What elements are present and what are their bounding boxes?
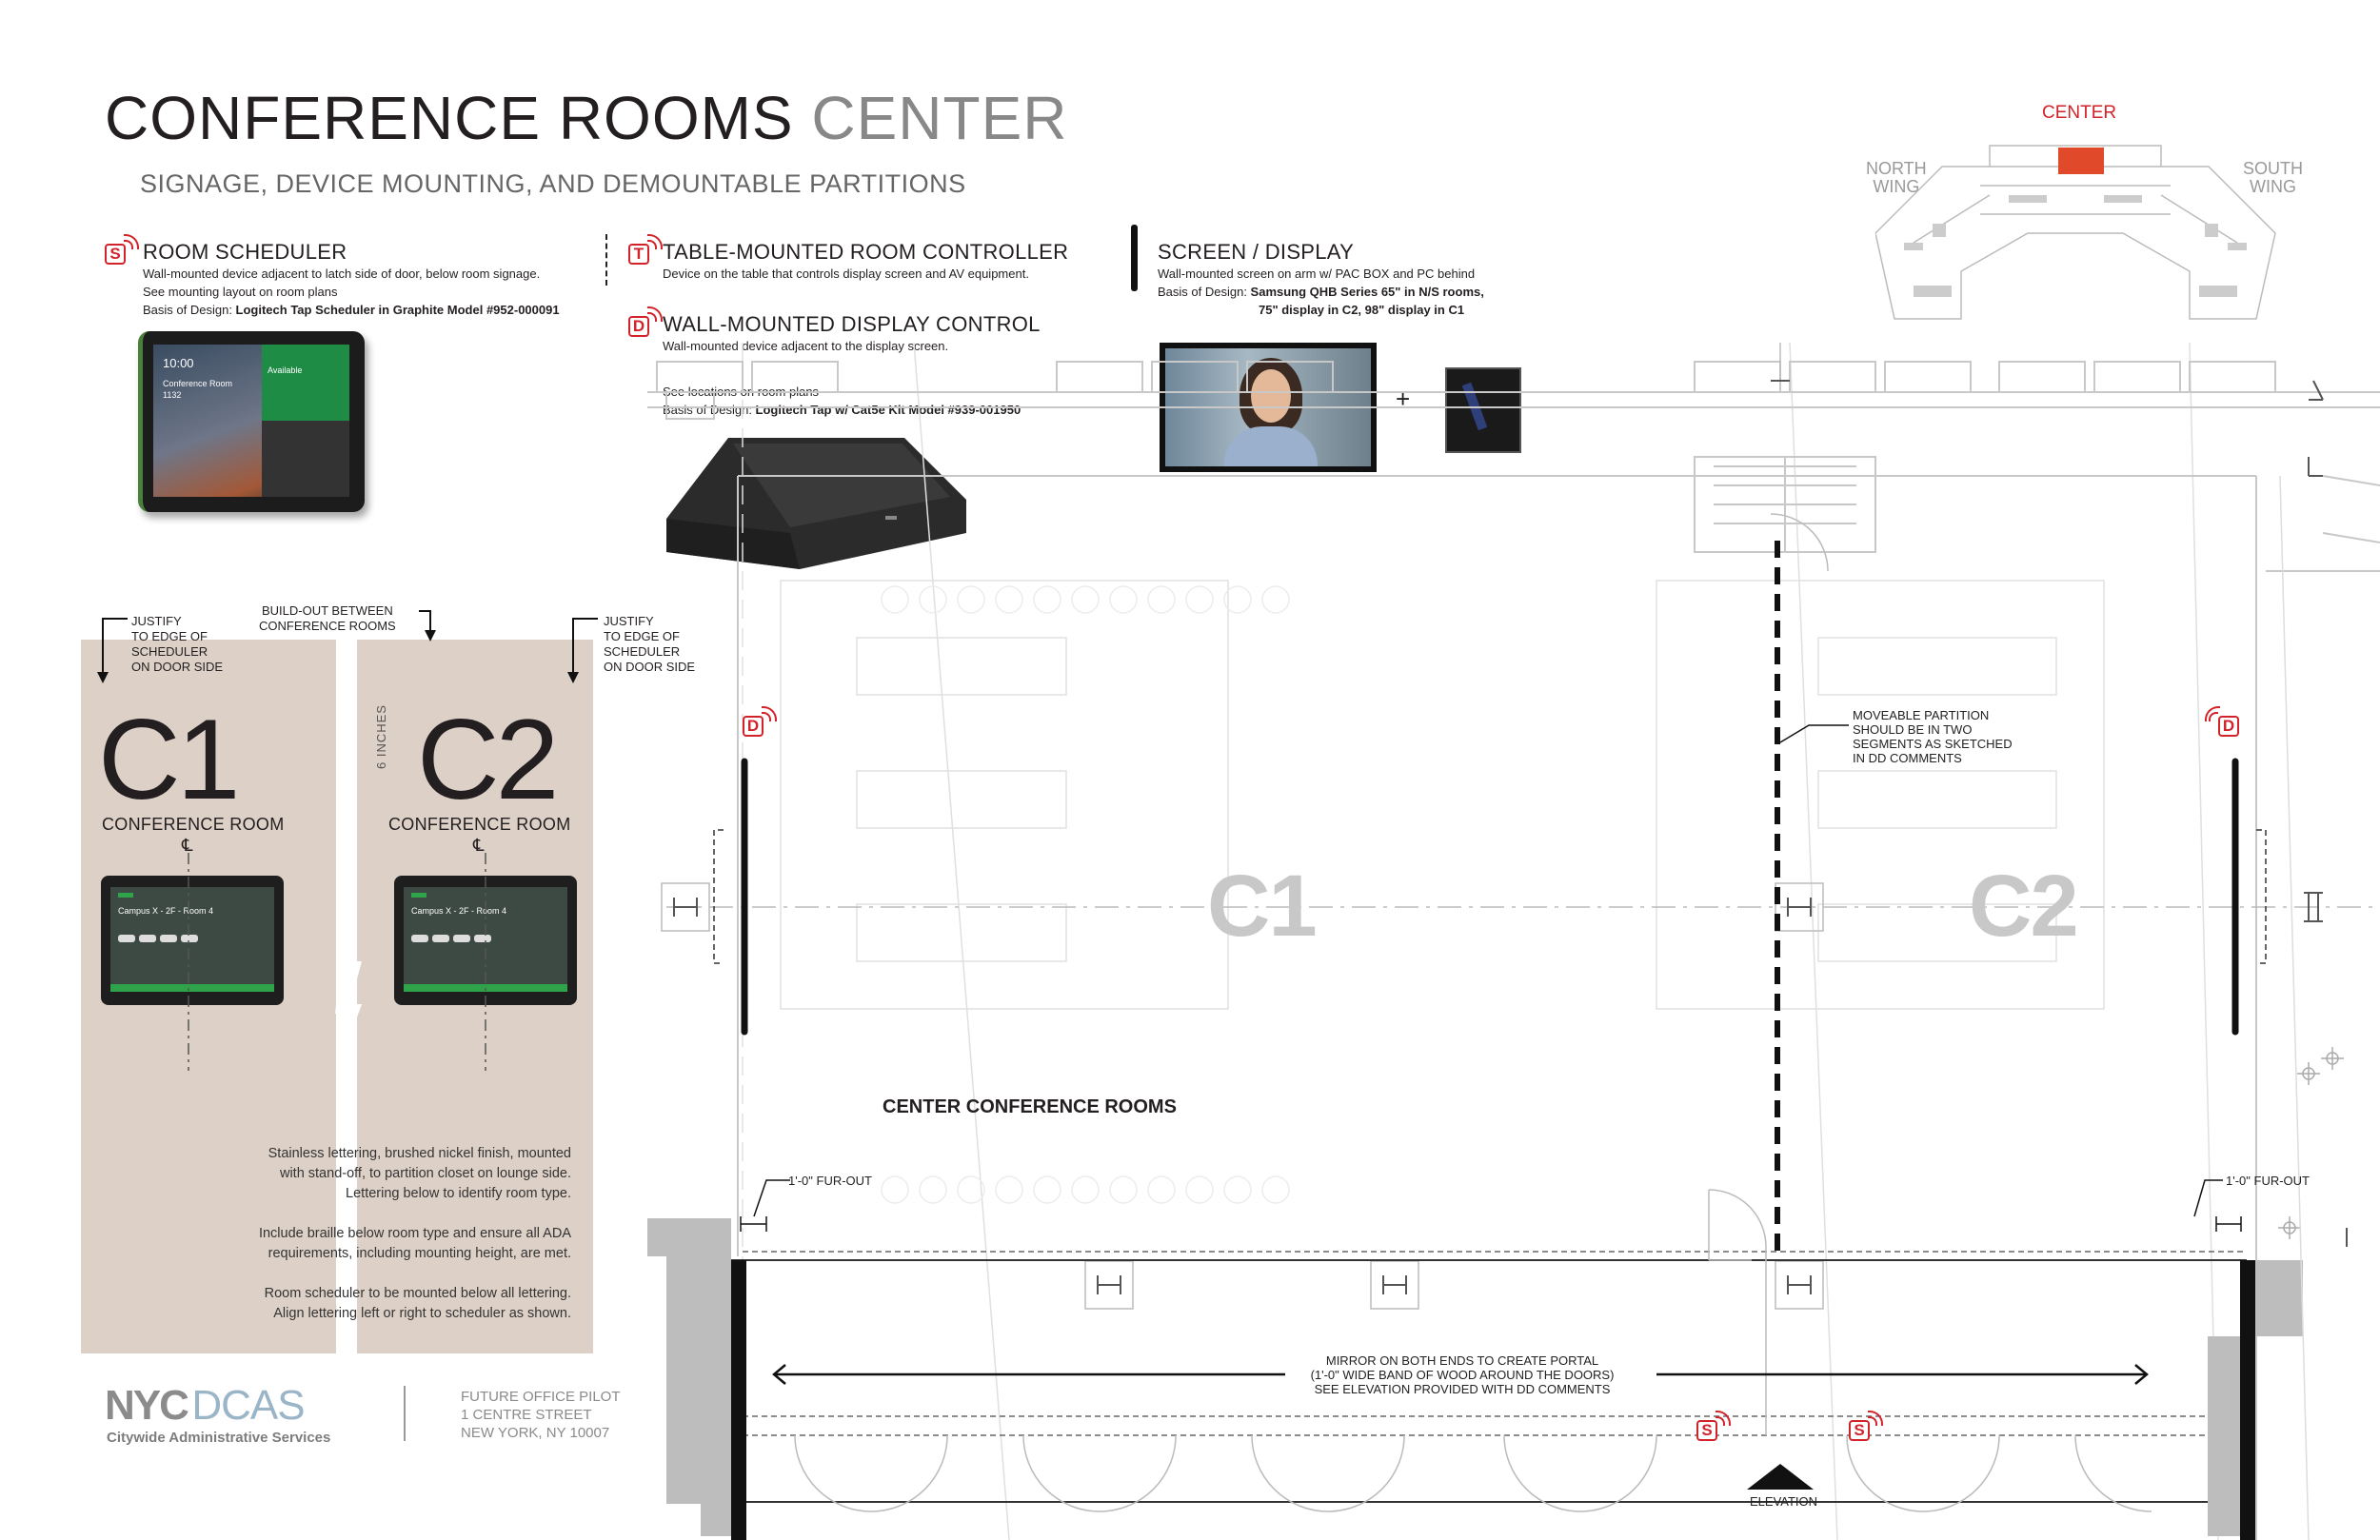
elevation-label: ELEVATION (1750, 1494, 1818, 1509)
keyplan-center-label: CENTER (2042, 103, 2117, 123)
screen-legend-bar (1131, 225, 1138, 291)
scheduler-tag-c2: S (1849, 1409, 1887, 1447)
pac-box-image (1445, 367, 1521, 453)
legend-title-table-controller: TABLE-MOUNTED ROOM CONTROLLER (663, 240, 1069, 264)
centerline-icon-c1: ℄ (182, 836, 193, 855)
elevation-room-code-c2: C2 (417, 696, 559, 823)
elevation-room-label-c1: CONFERENCE ROOM (102, 815, 285, 834)
keyplan-map (1875, 145, 2276, 320)
plan-room-c2: C2 (1969, 858, 2079, 955)
table-controller-bracket (605, 234, 619, 286)
furout-right: 1'-0" FUR-OUT (2226, 1174, 2310, 1188)
partition-note: MOVEABLE PARTITION SHOULD BE IN TWO SEGM… (1853, 708, 2013, 765)
page-title: CONFERENCE ROOMS CENTER (105, 88, 1068, 148)
plan-room-c1: C1 (1207, 858, 1318, 955)
footer-divider (404, 1386, 406, 1441)
break-mark (335, 961, 362, 1056)
title-main: CONFERENCE ROOMS (105, 84, 794, 152)
elevation-room-label-c2: CONFERENCE ROOM (388, 815, 571, 834)
scheduler-tag-c1: S (1696, 1409, 1735, 1447)
legend-desc-table-controller: Device on the table that controls displa… (663, 267, 1029, 281)
keyplan-north-label: NORTH WING (1866, 159, 1927, 196)
footer-address: FUTURE OFFICE PILOT 1 CENTRE STREET NEW … (461, 1389, 621, 1441)
note-build-out: BUILD-OUT BETWEEN CONFERENCE ROOMS (259, 603, 396, 633)
note-justify-left: JUSTIFY TO EDGE OF SCHEDULER ON DOOR SID… (131, 614, 224, 674)
title-accent: CENTER (811, 84, 1068, 152)
elevation-tablet-c1: Campus X - 2F - Room 4 (101, 876, 284, 1005)
furout-left: 1'-0" FUR-OUT (788, 1174, 872, 1188)
mirror-note: MIRROR ON BOTH ENDS TO CREATE PORTAL (1'… (1310, 1353, 1615, 1396)
elevation-room-code-c1: C1 (98, 696, 240, 823)
note-justify-right: JUSTIFY TO EDGE OF SCHEDULER ON DOOR SID… (604, 614, 696, 674)
legend-title-display-control: WALL-MOUNTED DISPLAY CONTROL (663, 312, 1041, 336)
centerline-icon-c2: ℄ (473, 836, 485, 855)
legend-desc-room-scheduler: Wall-mounted device adjacent to latch si… (143, 267, 560, 317)
scheduler-icon: S (105, 234, 143, 270)
elevation-leaders (97, 610, 598, 683)
floor-plan (647, 343, 2380, 1540)
legend-title-screen: SCREEN / DISPLAY (1158, 240, 1355, 264)
keyplan-south-label: SOUTH WING (2243, 159, 2303, 196)
table-controller-icon: T (628, 234, 666, 270)
display-control-tag-right: D (2205, 704, 2256, 742)
legend-desc-screen: Wall-mounted screen on arm w/ PAC BOX an… (1158, 267, 1484, 317)
scheduler-device-image: 10:00 Conference Room 1132 Available (138, 331, 367, 517)
table-controller-image (666, 438, 966, 569)
plan-label: CENTER CONFERENCE ROOMS (883, 1096, 1177, 1117)
legend-desc-display-control: Wall-mounted device adjacent to the disp… (663, 339, 949, 353)
elevation-notes: Stainless lettering, brushed nickel fini… (258, 1146, 571, 1321)
legend-title-room-scheduler: ROOM SCHEDULER (143, 240, 347, 264)
page-subtitle: SIGNAGE, DEVICE MOUNTING, AND DEMOUNTABL… (140, 169, 966, 198)
logo-subtitle: Citywide Administrative Services (107, 1430, 331, 1446)
display-control-tag-left: D (743, 704, 781, 742)
tablet-centerlines (188, 853, 486, 1071)
display-control-icon: D (628, 306, 666, 343)
nyc-dcas-logo: NYC DCAS (105, 1382, 306, 1429)
